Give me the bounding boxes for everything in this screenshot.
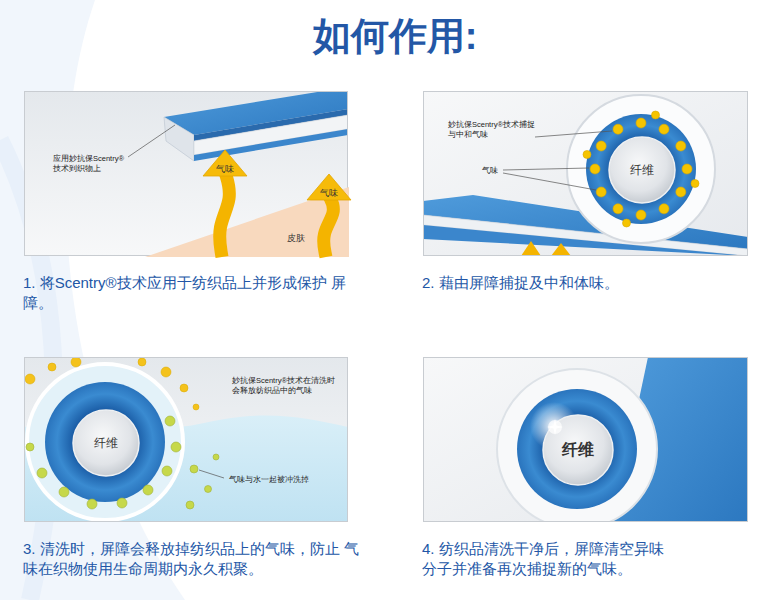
odor-dot xyxy=(26,443,34,451)
odor-arrowhead xyxy=(551,243,571,256)
leader-line xyxy=(503,168,589,170)
panel-background xyxy=(423,91,748,256)
callout-label: 妙抗保Scentry®技术捕捉 与中和气味 xyxy=(448,120,538,140)
odor-dot xyxy=(161,367,171,377)
odor-dot xyxy=(583,151,591,159)
odor-dot xyxy=(636,118,646,128)
outer-ring xyxy=(567,95,715,243)
odor-dot xyxy=(676,187,686,197)
fiber-label: 纤维 xyxy=(94,436,118,450)
odor-dot xyxy=(193,404,199,410)
odor-arrowhead xyxy=(521,241,541,256)
odor-dot xyxy=(623,219,631,227)
odor-dot xyxy=(180,384,188,392)
odor-dot xyxy=(165,416,175,426)
panel-frame: 妙抗保Scentry®技术在清洗时 会释放纺织品中的气味气味与水一起被冲洗掉3.… xyxy=(24,357,348,522)
callout-label: 气味 xyxy=(482,166,498,176)
sparkle xyxy=(547,419,563,435)
odor-dot xyxy=(659,124,669,134)
outer-ring xyxy=(497,369,657,529)
odor-arrow: 气味 xyxy=(203,150,247,257)
odor-dot xyxy=(138,358,146,366)
step-caption: 3. 清洗时，屏障会释放掉纺织品上的气味，防止 气味在织物使用生命周期内永久积聚… xyxy=(23,539,363,580)
odor-dot xyxy=(682,164,692,174)
fabric-layer xyxy=(423,225,748,256)
panel-illustration xyxy=(423,91,748,256)
odor-dot xyxy=(659,204,669,214)
arrow-head xyxy=(307,174,351,200)
odor-dots xyxy=(25,357,199,410)
barrier-ring xyxy=(517,389,637,509)
barrier-ring xyxy=(45,382,165,502)
fiber-circle: 纤维 xyxy=(542,414,614,486)
panel-illustration xyxy=(24,357,348,522)
skin-shape xyxy=(145,187,349,257)
odor-dot xyxy=(48,363,56,371)
leader-line xyxy=(199,470,224,478)
fiber-label: 纤维 xyxy=(562,440,594,459)
odor-dots xyxy=(583,111,699,227)
odor-dot xyxy=(117,498,127,508)
fiber-core xyxy=(543,415,613,485)
step-caption: 2. 藉由屏障捕捉及中和体味。 xyxy=(422,273,762,293)
callout-label: 妙抗保Scentry®技术在清洗时 会释放纺织品中的气味 xyxy=(232,376,336,396)
fiber-core xyxy=(73,410,139,476)
odor-dot xyxy=(59,487,69,497)
odor-dot xyxy=(613,204,623,214)
panel-frame: 妙抗保Scentry®技术捕捉 与中和气味气味2. 藉由屏障捕捉及中和体味。纤维 xyxy=(423,91,748,256)
step-caption: 1. 将Scentry®技术应用于纺织品上并形成保护 屏障。 xyxy=(23,273,363,314)
panel-background xyxy=(24,357,348,522)
odor-dot xyxy=(636,210,646,220)
fiber-circle: 纤维 xyxy=(608,136,676,204)
callout-label: 气味与水一起被冲洗掉 xyxy=(229,475,309,485)
odor-dot xyxy=(676,141,686,151)
leader-line xyxy=(128,125,175,157)
odor-dot xyxy=(596,141,606,151)
outer-ring xyxy=(27,364,183,520)
odor-dot xyxy=(171,442,181,452)
leader-line xyxy=(503,173,596,190)
panel-illustration xyxy=(24,87,348,256)
arrow-outline xyxy=(307,174,351,257)
odor-label: 气味 xyxy=(216,164,234,175)
fiber-label: 纤维 xyxy=(630,163,654,177)
odor-dot xyxy=(205,486,212,493)
odor-dot xyxy=(162,466,172,476)
odor-dot xyxy=(143,485,153,495)
odor-dot xyxy=(87,499,97,509)
fabric-layer xyxy=(194,129,348,161)
odor-dot xyxy=(213,454,219,460)
page-title: 如何作用: xyxy=(313,16,478,58)
leader-line xyxy=(535,131,612,137)
step-caption: 4. 纺织品清洗干净后，屏障清空异味 分子并准备再次捕捉新的气味。 xyxy=(422,539,677,580)
panel-illustration xyxy=(423,357,748,529)
odor-label: 气味 xyxy=(320,188,338,199)
odor-dot xyxy=(590,164,600,174)
odor-dot xyxy=(37,468,47,478)
odor-dot xyxy=(596,187,606,197)
fiber-core xyxy=(609,137,675,203)
sparkle-glow xyxy=(548,420,562,434)
fabric-end xyxy=(164,117,194,161)
odor-dot xyxy=(613,124,623,134)
panel-frame: 应用妙抗保Scentry® 技术到织物上1. 将Scentry®技术应用于纺织品… xyxy=(24,91,348,256)
barrier-ring xyxy=(586,114,696,224)
panel-frame: 4. 纺织品清洗干净后，屏障清空异味 分子并准备再次捕捉新的气味。纤维 xyxy=(423,357,748,522)
odor-arrow: 气味 xyxy=(307,174,351,257)
callout-label: 应用妙抗保Scentry® 技术到织物上 xyxy=(53,154,129,174)
odor-dot xyxy=(25,374,35,384)
odor-dot xyxy=(190,465,198,473)
fabric-layer xyxy=(423,215,748,256)
odor-dot xyxy=(186,501,194,509)
odor-dot xyxy=(691,180,699,188)
skin-label: 皮肤 xyxy=(287,233,305,244)
fiber-circle: 纤维 xyxy=(72,409,140,477)
odor-dot xyxy=(71,357,81,367)
arrow-head xyxy=(203,150,247,176)
odor-dot xyxy=(652,111,660,119)
